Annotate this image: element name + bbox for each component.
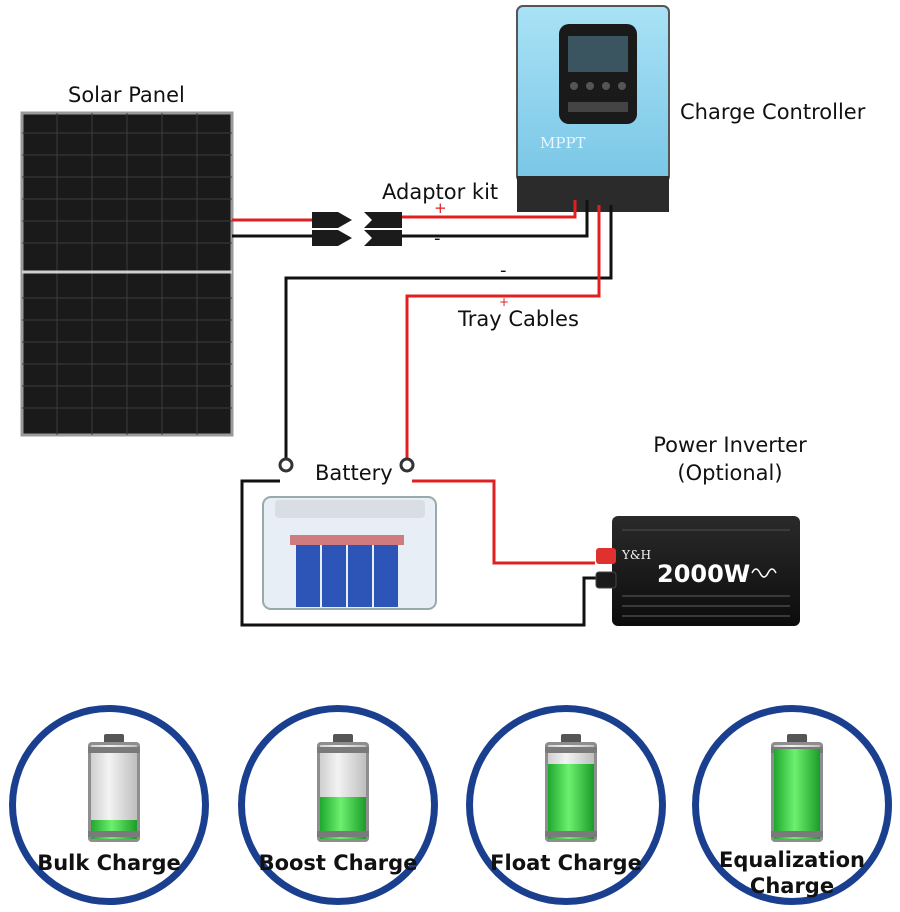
adaptor-kit-label: Adaptor kit bbox=[382, 180, 499, 204]
solar-panel-image bbox=[20, 111, 234, 437]
inverter-positive-wire bbox=[412, 479, 595, 565]
battery-negative-wire bbox=[284, 205, 613, 458]
power-inverter-title: Power Inverter bbox=[653, 433, 807, 457]
inverter-image bbox=[595, 516, 800, 626]
charge-stage-label: Equalization bbox=[719, 848, 865, 872]
power-inverter-optional: (Optional) bbox=[677, 461, 783, 485]
power-inverter-label: Power Inverter (Optional) bbox=[640, 431, 820, 487]
charge-controller-image bbox=[516, 5, 670, 212]
charge-stage-equalization: Equalization Charge bbox=[692, 705, 892, 905]
solar-panel-label: Solar Panel bbox=[68, 83, 185, 107]
inverter-rating-text: 2000W bbox=[657, 560, 751, 588]
battery-positive-wire bbox=[405, 205, 601, 458]
charge-stage-boost: Boost Charge bbox=[238, 705, 438, 905]
charge-stage-label-line2: Charge bbox=[749, 874, 835, 898]
controller-negative-wire bbox=[402, 200, 589, 238]
charge-stage-float: Float Charge bbox=[466, 705, 666, 905]
inverter-brand-text: Y&H bbox=[622, 548, 652, 562]
battery-level-icon bbox=[545, 734, 597, 844]
controller-minus-sign: - bbox=[500, 260, 507, 281]
tray-plus-sign: + bbox=[499, 295, 510, 309]
battery-level-fill bbox=[548, 763, 594, 839]
charge-stage-label: Float Charge bbox=[490, 851, 642, 875]
battery-level-fill bbox=[774, 748, 820, 839]
adaptor-minus-sign: - bbox=[434, 228, 441, 249]
charge-stage-label: Boost Charge bbox=[258, 851, 418, 875]
battery-image bbox=[262, 496, 437, 610]
inverter-negative-wire bbox=[240, 479, 600, 627]
tray-cables-label: Tray Cables bbox=[458, 307, 579, 331]
battery-label: Battery bbox=[315, 461, 393, 485]
battery-level-icon bbox=[88, 734, 140, 844]
controller-positive-wire bbox=[402, 200, 577, 219]
charge-stage-bulk: Bulk Charge bbox=[9, 705, 209, 905]
adaptor-kit-connectors bbox=[312, 212, 402, 246]
battery-level-icon bbox=[771, 734, 823, 844]
charge-stage-label: Bulk Charge bbox=[37, 851, 181, 875]
controller-brand-text: MPPT bbox=[540, 134, 586, 152]
battery-level-icon bbox=[317, 734, 369, 844]
charge-controller-label: Charge Controller bbox=[680, 100, 866, 124]
adaptor-plus-sign: + bbox=[434, 199, 447, 217]
